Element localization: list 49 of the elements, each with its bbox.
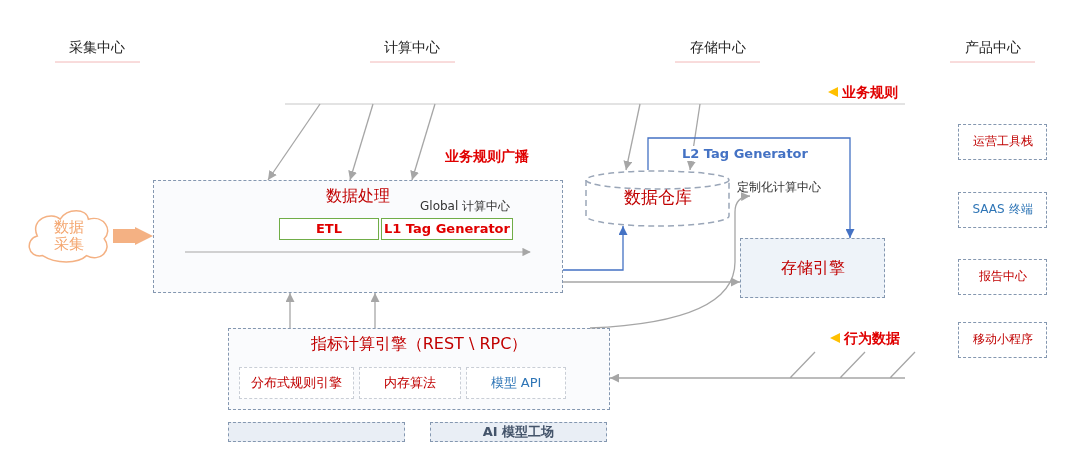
arrow	[370, 292, 380, 329]
product-box	[958, 192, 1047, 228]
node-label: 数据仓库	[623, 188, 692, 208]
column-heading: 存储中心	[690, 38, 746, 57]
node-label: L1 Tag Generator	[384, 221, 510, 237]
arrow	[562, 277, 741, 287]
group-panel	[153, 180, 563, 293]
product-box	[958, 322, 1047, 358]
arrow	[609, 351, 916, 383]
block-arrow	[113, 227, 153, 245]
arrow	[348, 103, 374, 181]
node-label: 分布式规则引擎	[251, 375, 342, 391]
platform-bar	[228, 422, 405, 442]
text-label: 业务规则	[842, 83, 898, 102]
edge-label: L2 Tag Generator	[680, 146, 810, 161]
process-box	[279, 218, 379, 240]
node-caption: Global 计算中心	[420, 198, 511, 215]
module-box	[359, 367, 461, 399]
node-label: 模型 API	[490, 375, 542, 391]
column-heading: 采集中心	[69, 38, 125, 57]
node-label: 数据处理	[326, 187, 390, 206]
node-label: 移动小程序	[972, 333, 1033, 347]
product-box	[958, 124, 1047, 160]
node-label: 定制化计算中心	[724, 178, 834, 196]
text-label: 业务规则广播	[445, 147, 529, 166]
storage-box	[740, 238, 885, 298]
arrow	[647, 137, 855, 239]
node-label: 指标计算引擎（REST \ RPC）	[310, 335, 528, 354]
node-label: 存储引擎	[780, 258, 845, 278]
arrow	[562, 225, 628, 271]
module-box	[239, 367, 354, 399]
arrow	[410, 103, 436, 181]
platform-bar	[430, 422, 607, 442]
arrow	[285, 292, 295, 329]
column-heading: 计算中心	[384, 38, 440, 57]
group-panel	[228, 328, 610, 410]
text-label: 行为数据	[844, 329, 900, 348]
column-heading: 产品中心	[965, 38, 1021, 57]
product-box	[958, 259, 1047, 295]
node-label: AI 模型工场	[482, 424, 555, 440]
arrow	[623, 103, 641, 171]
node-label: 数据采集	[53, 218, 85, 254]
node-label: SAAS 终端	[972, 203, 1033, 217]
node-label: 内存算法	[384, 375, 436, 391]
node-label: ETL	[315, 221, 342, 237]
arrow	[267, 103, 321, 181]
node-label: 报告中心	[978, 270, 1027, 284]
module-box	[466, 367, 566, 399]
node-label: 运营工具栈	[972, 135, 1033, 149]
